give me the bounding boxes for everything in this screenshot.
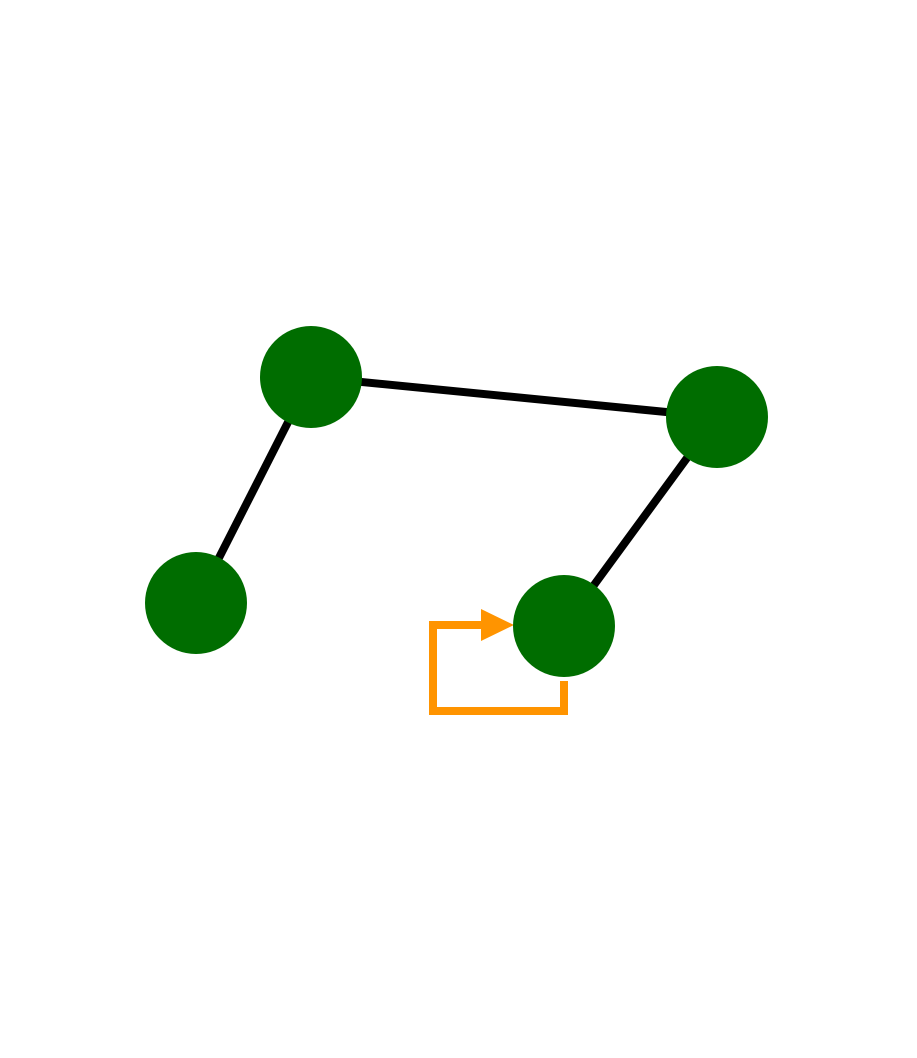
nodes-layer <box>145 326 768 677</box>
edges-layer <box>192 373 721 715</box>
self-loop-path <box>429 621 568 715</box>
self-loop-arrow <box>429 609 568 715</box>
node-n4 <box>513 575 615 677</box>
edge-n2-n3 <box>310 373 718 421</box>
node-n2 <box>260 326 362 428</box>
node-n1 <box>145 552 247 654</box>
arrowhead-icon <box>481 609 514 641</box>
node-n3 <box>666 366 768 468</box>
